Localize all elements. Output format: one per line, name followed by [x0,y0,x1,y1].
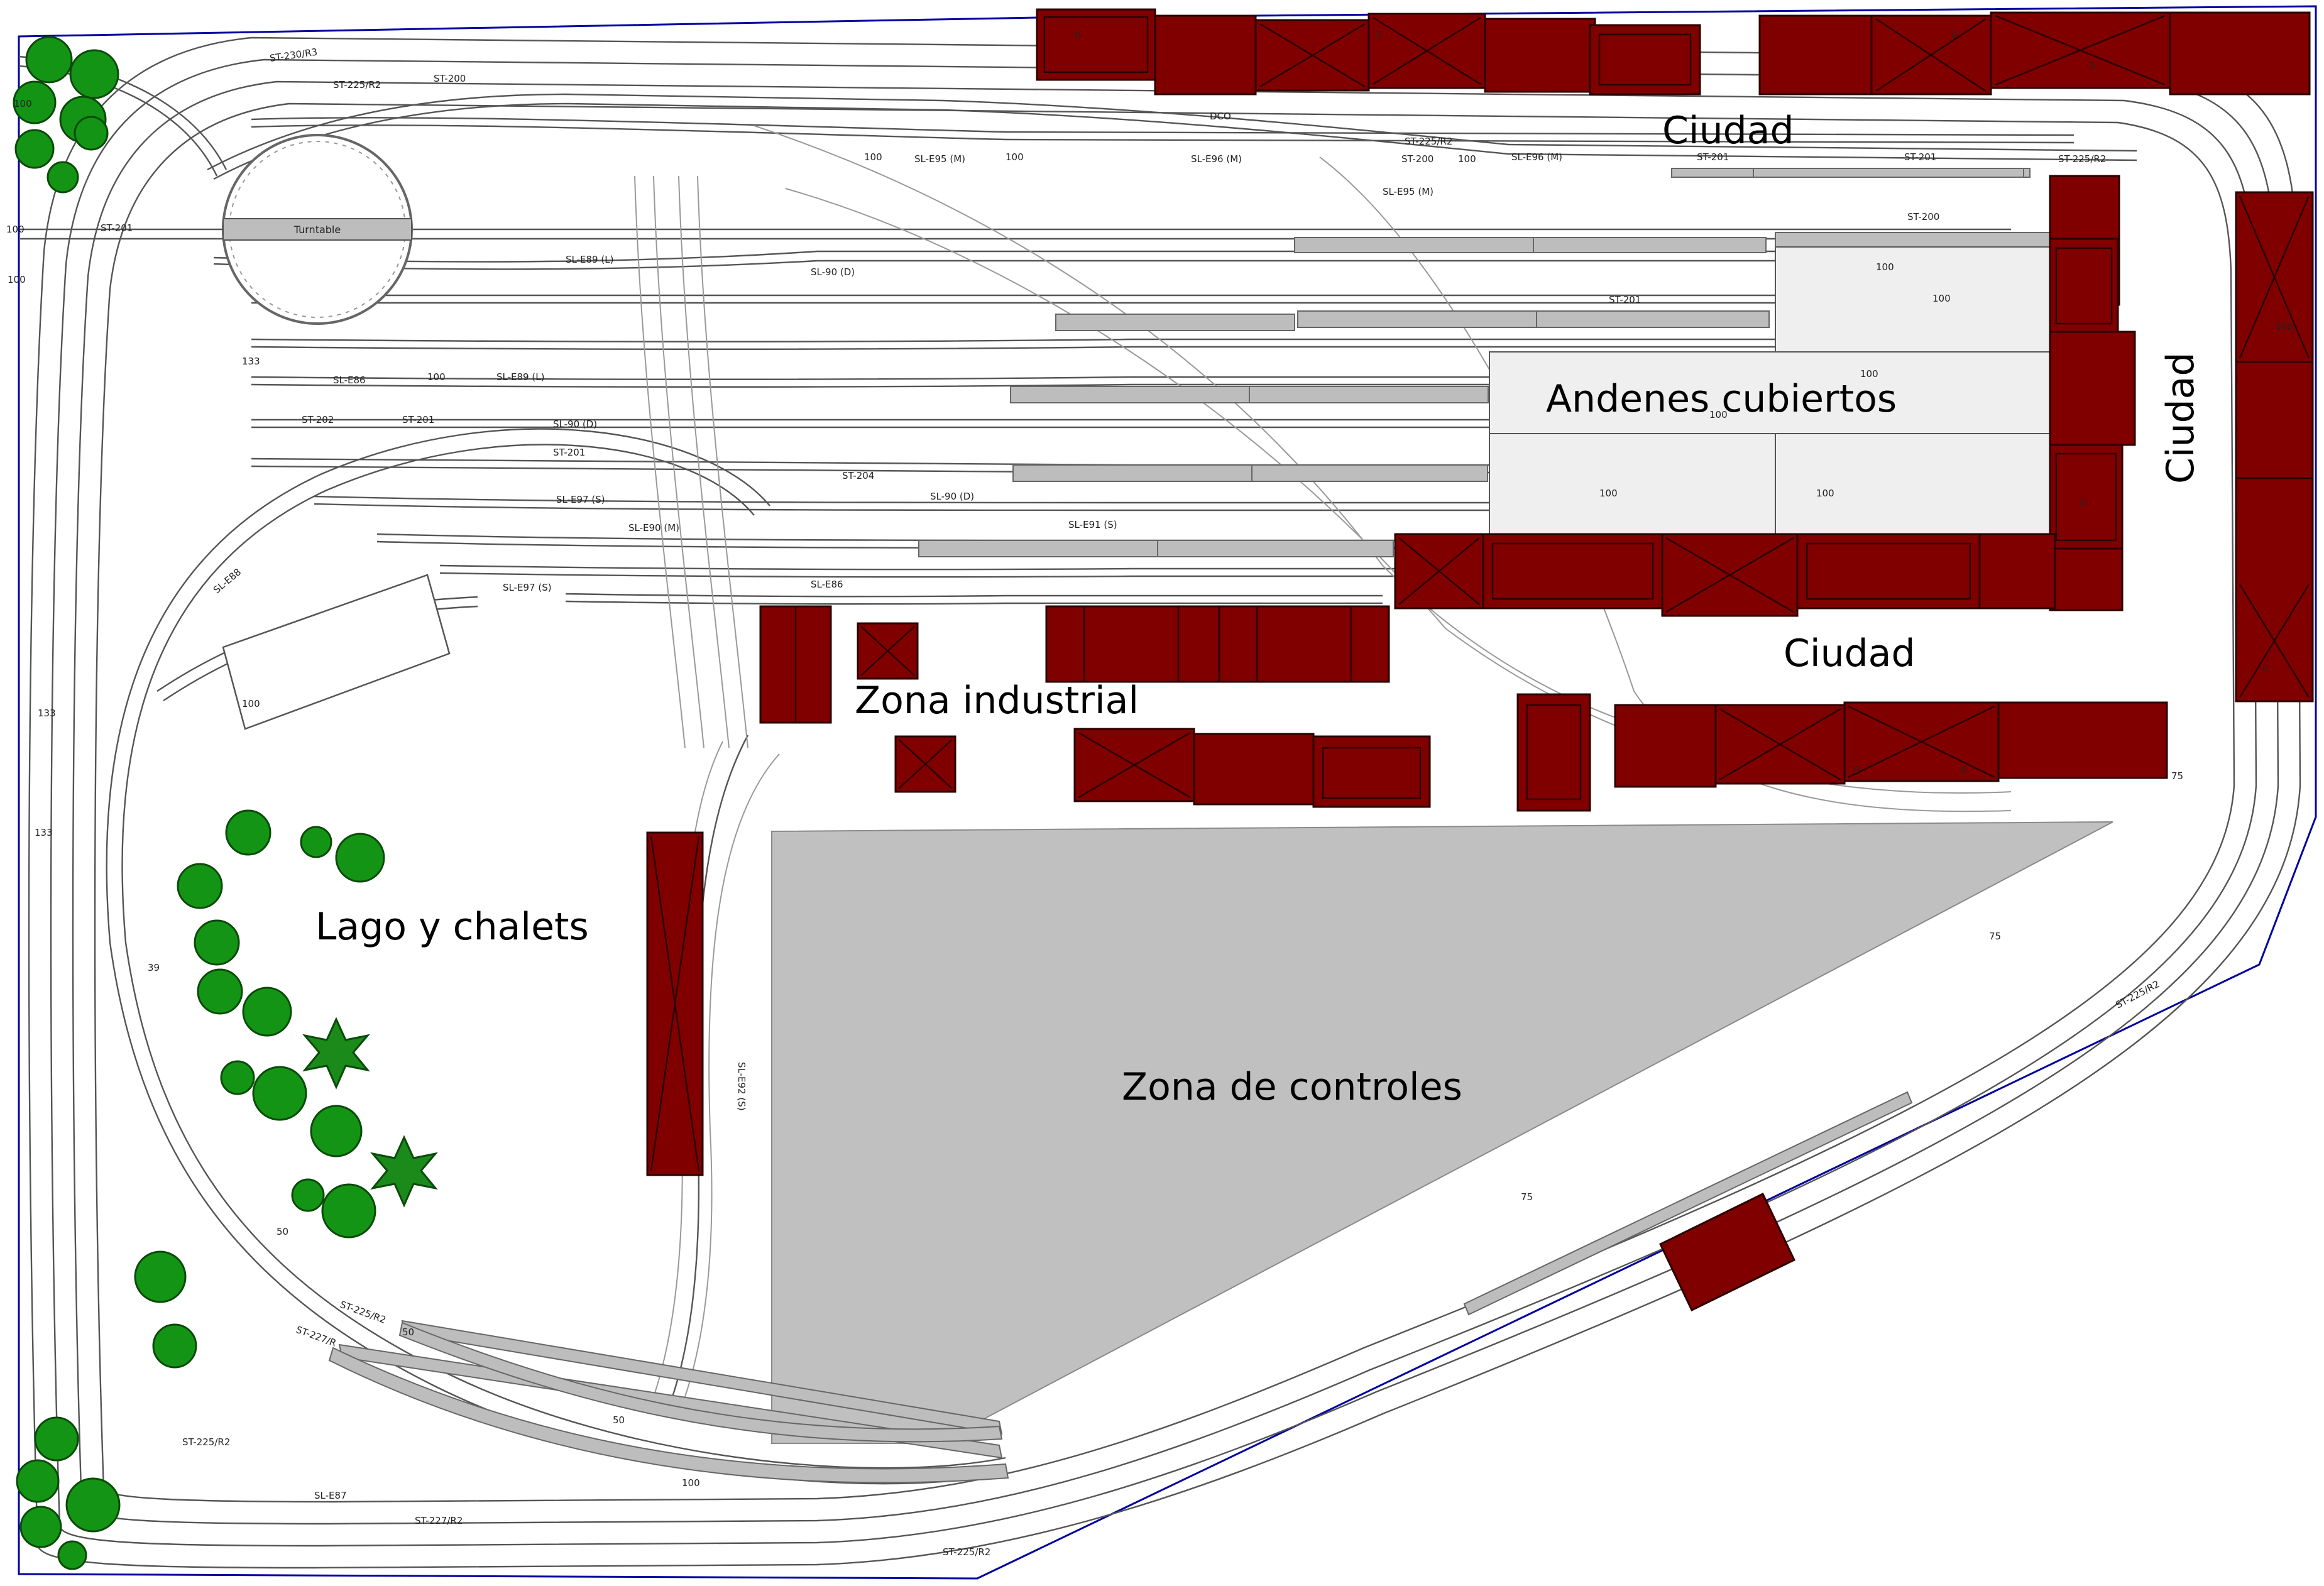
track-number: 0 [2090,60,2096,72]
covered-platforms [1489,246,2053,535]
label-ciudad-top: Ciudad [1662,109,1794,153]
track-number: 133 [35,827,53,838]
track-label: ST-204 [842,470,874,481]
track-label: SL-E87 [314,1490,347,1501]
track-label: ST-225/R2 [943,1546,990,1558]
turntable: Turntable [222,134,413,325]
track-label: ST-200 [1401,153,1433,165]
track-label: DCO [1210,111,1231,122]
buildings [646,8,2314,1312]
track-number: 0 [1854,764,1860,775]
track-number: 50 [613,1414,625,1426]
track-label: ST-225/R2 [2058,153,2106,165]
track-number: 0 [1951,29,1958,40]
track-label: ST-201 [1697,151,1729,163]
track-label: SL-E86 [333,375,366,386]
label-lago-y-chalets: Lago y chalets [315,905,589,949]
track-label: ST-200 [434,73,466,84]
track-label: SL-E91 (S) [1068,519,1117,530]
track-number: 100 [1709,409,1728,420]
engine-shed [222,574,451,730]
track-label: SL-90 (D) [930,491,974,502]
track-label: SL-E90 (M) [628,522,679,533]
track-number: 100 [1599,488,1618,499]
track-label: ST-225/R2 [182,1436,230,1448]
track-number: 100 [14,98,32,109]
track-label: SL-E89 (L) [566,254,613,265]
track-label: SL-E97 (S) [503,582,552,593]
track-label: ST-202 [302,414,334,425]
track-label: ST-227/R2 [415,1515,463,1526]
trees [13,36,438,1570]
track-label: SL-E97 (S) [556,494,605,505]
track-number: 75 [1989,931,2001,942]
track-number: 39 [148,962,160,973]
track-label: SL-E95 (M) [914,153,965,165]
track-number: 100 [427,371,446,383]
track-number: 100 [1006,151,1024,163]
track-label: SL-90 (D) [811,266,855,278]
track-label: ST-201 [101,222,133,234]
track-number: 100 [242,698,260,709]
track-number: 100 [1816,488,1834,499]
track-number: 0 [2262,664,2269,675]
track-label: ST-225/R2 [1405,136,1452,147]
track-number: 100 [6,224,25,235]
label-zona-de-controles: Zona de controles [1122,1065,1462,1109]
track-number: 133 [38,708,56,719]
track-label: SL-E89 (L) [496,371,544,383]
track-label: ST-201 [1609,294,1641,305]
track-number: 100 [864,151,882,163]
track-label: ST-201 [1904,151,1936,163]
platforms [328,168,2053,1484]
label-ciudad-right: Ciudad [2159,352,2203,484]
track-number: 0 [2080,497,2086,508]
label-andenes-cubiertos: Andenes cubiertos [1546,377,1897,421]
label-zona-industrial: Zona industrial [855,679,1139,723]
label-ciudad-middle: Ciudad [1784,632,1916,675]
track-number: 50 [402,1326,414,1338]
track-number: 100 [1932,293,1951,304]
track-number: 50 [277,1226,288,1237]
track-number: 100 [2275,321,2293,332]
track-number: 75 [1521,1191,1533,1203]
zone-labels: Ciudad Ciudad Ciudad Andenes cubiertos Z… [315,109,2203,1109]
track-number: 100 [1876,261,1894,273]
track-label: ST-201 [553,447,585,458]
track-number: 100 [1860,368,1878,380]
turntable-label: Turntable [293,224,341,236]
track-label: SL-E92 (S) [736,1062,747,1111]
track-label: SL-E95 (M) [1383,186,1433,197]
track-number: 100 [8,274,26,285]
track-label: ST-225/R2 [333,79,381,90]
track-number: 75 [2171,770,2183,782]
track-label: ST-200 [1907,211,1939,222]
track-number: 100 [682,1477,700,1489]
track-label: SL-90 (D) [553,418,597,430]
track-number: 0 [1376,29,1383,40]
track-number: 133 [242,356,260,367]
track-label: SL-E96 (M) [1191,153,1242,165]
track-label: SL-E96 (M) [1511,151,1562,163]
track-number: 0 [1961,764,1967,775]
track-number: 0 [1075,29,1081,40]
track-label: ST-201 [402,414,434,425]
track-number: 100 [1458,153,1476,165]
track-label: SL-E86 [811,579,843,590]
